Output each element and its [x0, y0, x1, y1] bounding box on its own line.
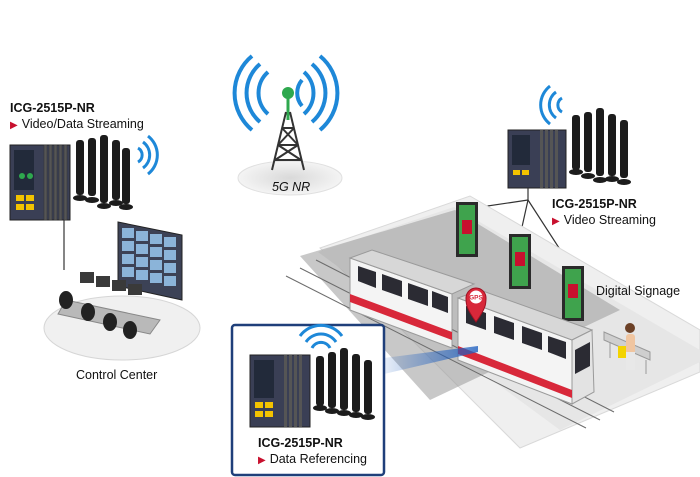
right-device-model: ICG-2515P-NR: [552, 197, 637, 211]
train-gateway-icon: [249, 323, 375, 428]
right-device-function: ▶Video Streaming: [552, 213, 656, 227]
left-device-function: ▶Video/Data Streaming: [10, 117, 144, 131]
red-triangle-icon: ▶: [258, 455, 266, 466]
right-gateway-icon: [507, 84, 631, 189]
left-gateway-icon: [9, 134, 159, 221]
data-link-beam: [384, 346, 478, 374]
left-device-function-text: Video/Data Streaming: [21, 117, 144, 131]
gps-label: GPS: [469, 295, 483, 302]
control-center-label: Control Center: [76, 368, 158, 382]
digital-signage-icon: [456, 202, 584, 321]
train-device-function-text: Data Referencing: [269, 452, 367, 466]
train-device-model: ICG-2515P-NR: [258, 436, 343, 450]
tower-label: 5G NR: [272, 180, 311, 194]
red-triangle-icon: ▶: [552, 216, 560, 227]
digital-signage-label: Digital Signage: [596, 284, 681, 298]
tower-5g-icon: [232, 54, 343, 196]
gps-pin-icon: GPS: [465, 287, 487, 323]
control-center-icon: [43, 221, 201, 361]
right-device-function-text: Video Streaming: [563, 213, 656, 227]
train-device-function: ▶Data Referencing: [258, 452, 367, 466]
train-icon: [348, 249, 595, 405]
red-triangle-icon: ▶: [10, 120, 18, 131]
passenger-icon: [603, 323, 651, 374]
left-device-model: ICG-2515P-NR: [10, 101, 95, 115]
